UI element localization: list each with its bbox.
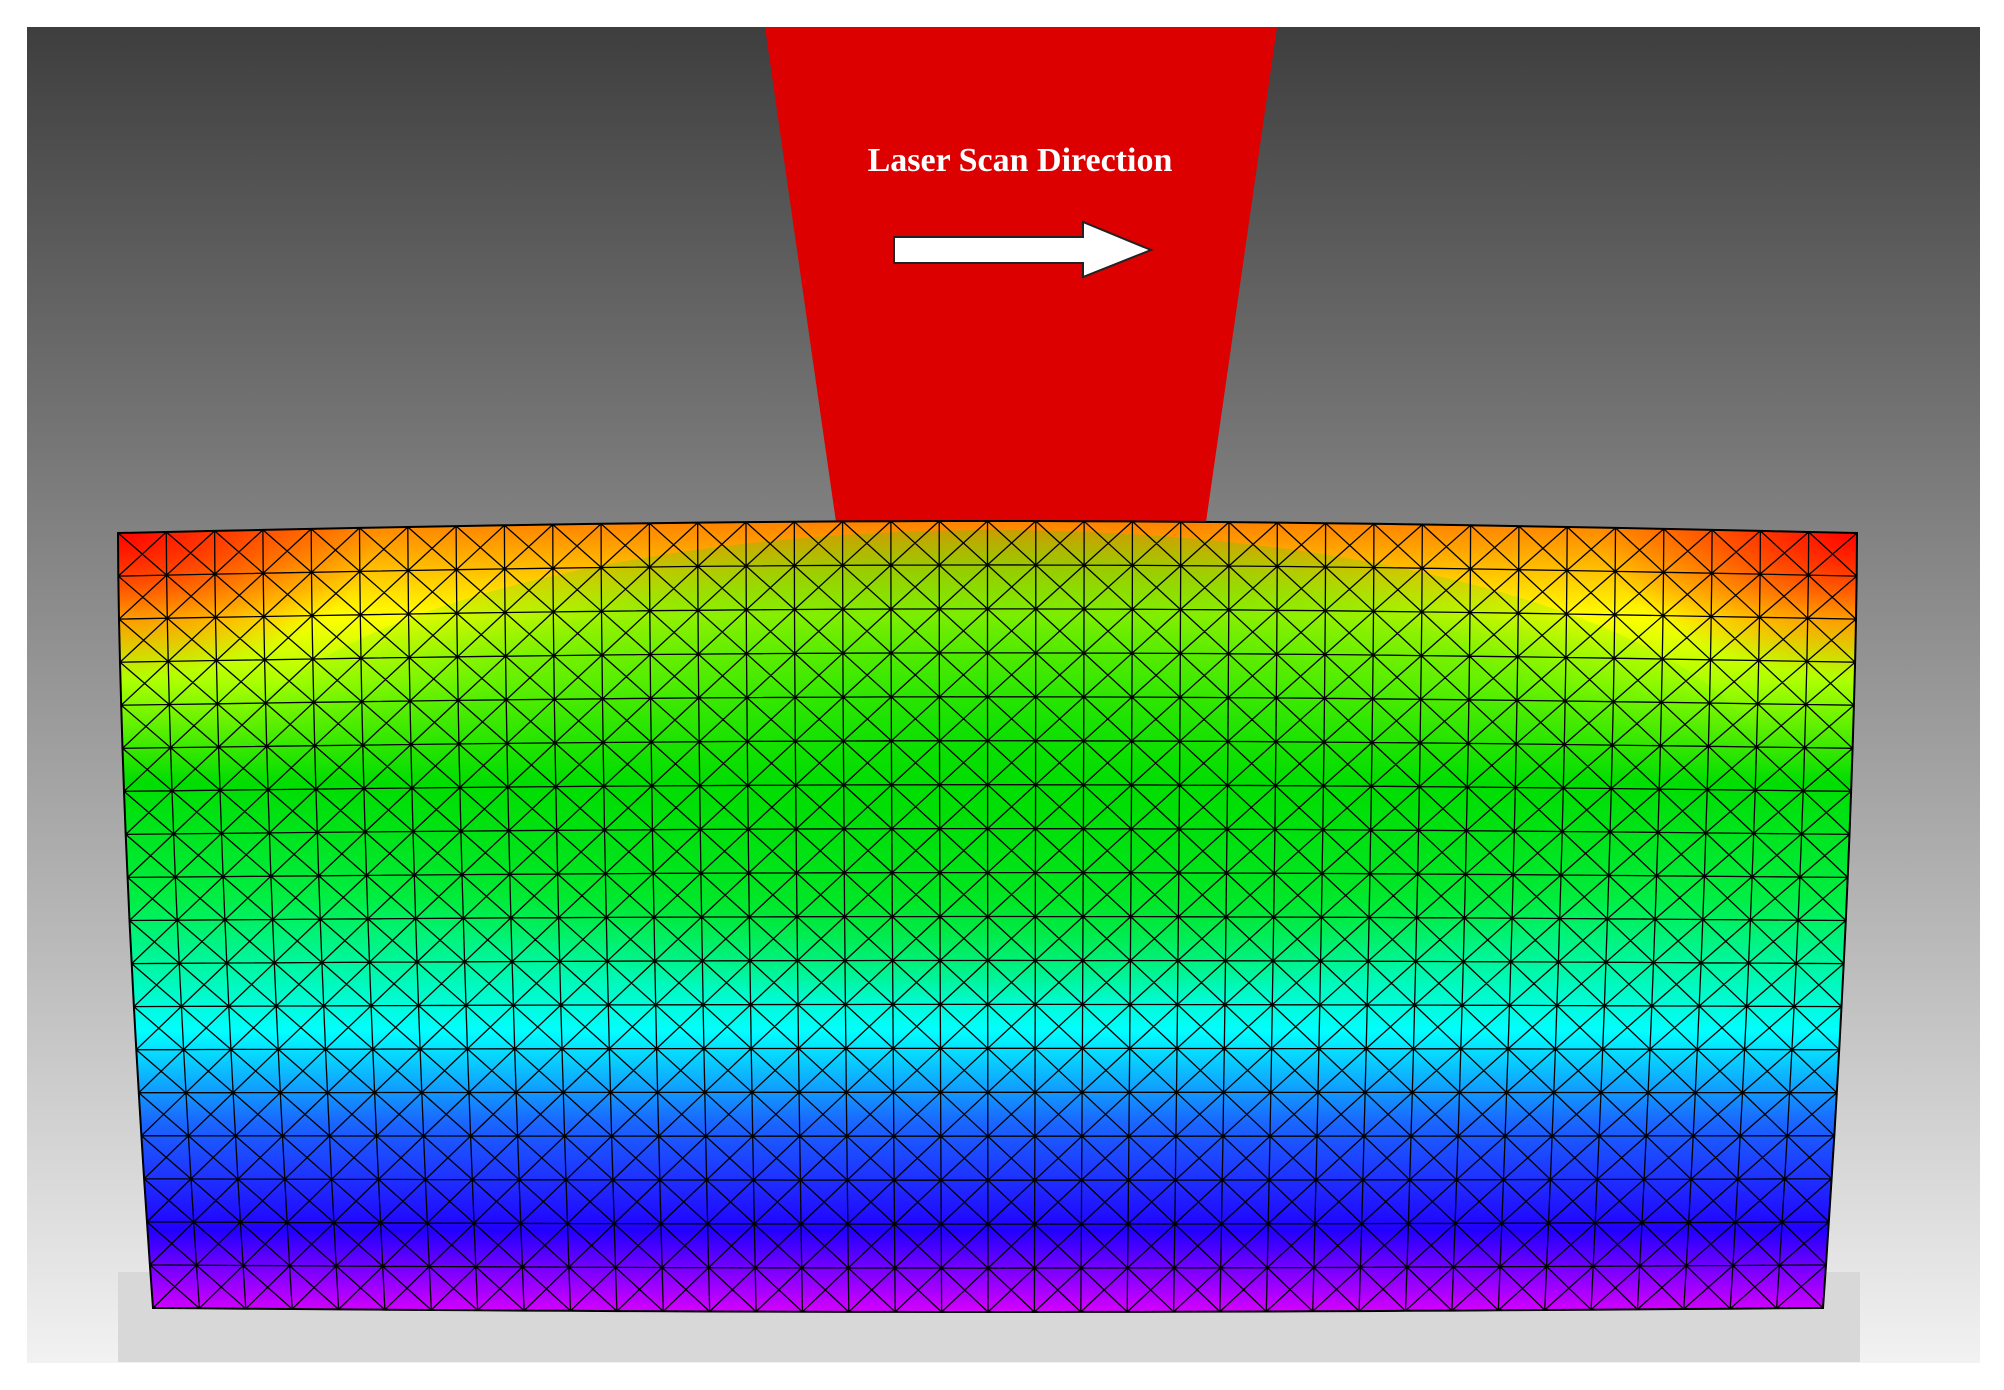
laser-scan-direction-label: Laser Scan Direction bbox=[868, 142, 1173, 179]
deposited-layer-mesh bbox=[116, 520, 1859, 1313]
laser-beam bbox=[765, 27, 1277, 522]
right-arrow-icon bbox=[893, 220, 1154, 279]
layer-outline bbox=[116, 520, 1859, 1313]
